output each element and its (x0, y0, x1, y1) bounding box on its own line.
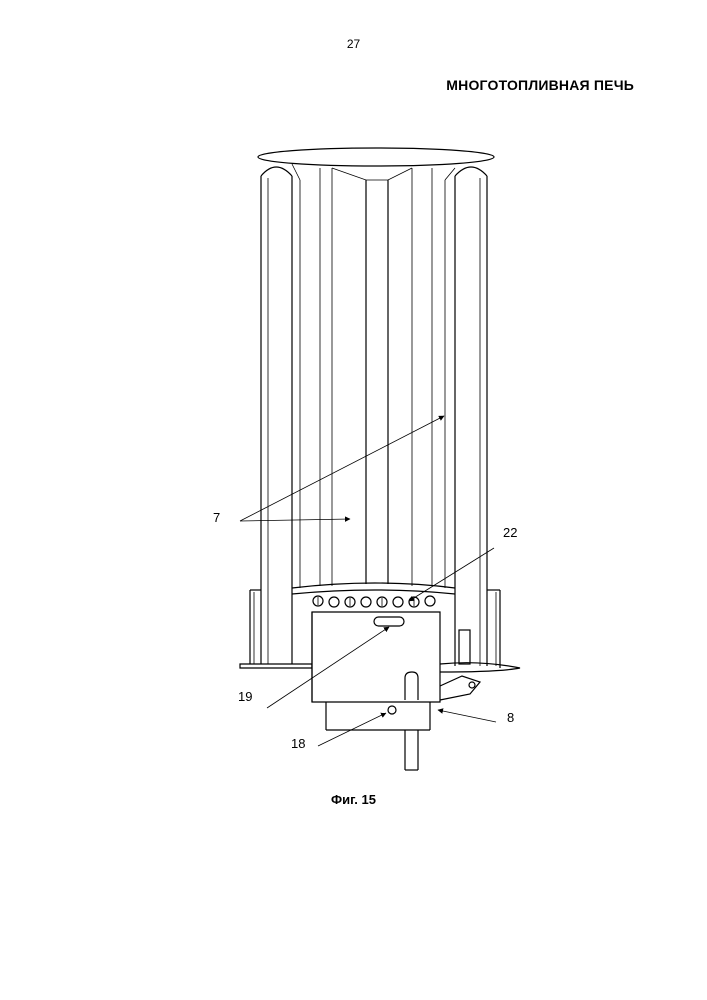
side-bracket (459, 630, 470, 664)
right-tube (455, 167, 487, 666)
firebox (312, 612, 470, 702)
top-lid (258, 148, 494, 166)
label-22: 22 (503, 525, 517, 540)
lower-cylinder (326, 702, 430, 730)
leader-8 (438, 710, 496, 722)
label-18: 18 (291, 736, 305, 751)
label-7: 7 (213, 510, 220, 525)
side-mount (440, 676, 480, 700)
leader-7-upper (240, 416, 444, 521)
figure-caption: Фиг. 15 (0, 792, 707, 807)
air-holes (313, 596, 435, 607)
vertical-fins (292, 164, 455, 588)
label-8: 8 (507, 710, 514, 725)
leader-22 (409, 548, 494, 601)
label-19: 19 (238, 689, 252, 704)
leader-7-lower (240, 519, 350, 521)
small-hole (388, 706, 396, 714)
left-tube (261, 167, 292, 664)
